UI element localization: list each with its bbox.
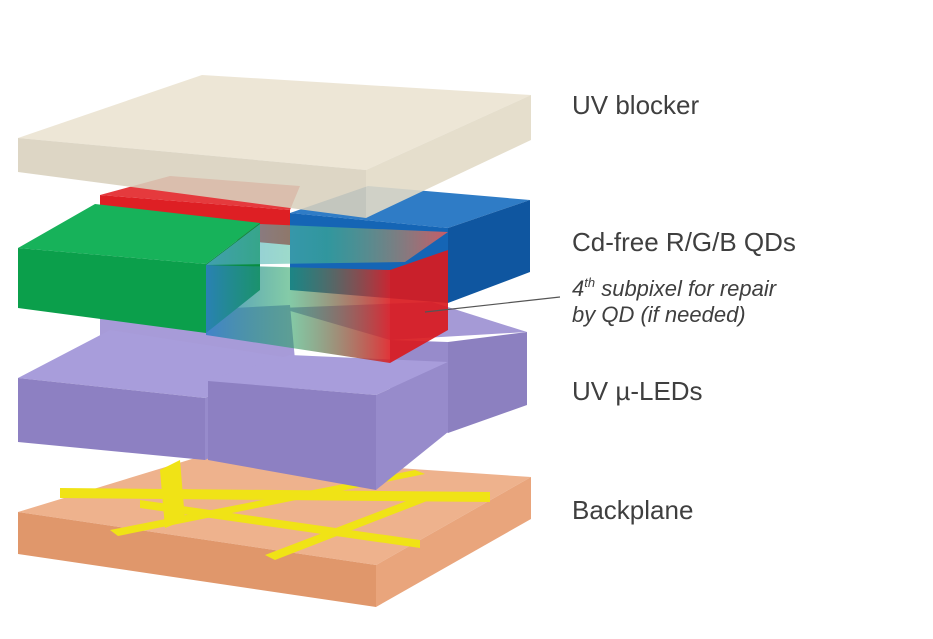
- label-uv-leds: UV µ-LEDs: [572, 376, 703, 406]
- uv-blocker-layer: [18, 75, 531, 218]
- label-backplane: Backplane: [572, 495, 694, 525]
- label-qds: Cd-free R/G/B QDs: [572, 227, 796, 257]
- repair-number: 4: [572, 276, 585, 301]
- backplane-side: [376, 477, 531, 607]
- repair-line1-text: subpixel for repair: [595, 276, 777, 301]
- backplane-traces: [60, 460, 490, 560]
- backplane-top: [18, 455, 531, 565]
- blue-qd-side: [448, 200, 530, 303]
- green-qd-top: [18, 204, 260, 264]
- repair-subpixel-side: [390, 250, 448, 363]
- uv-led-front-left-front: [18, 378, 205, 460]
- uv-led-front-right-side: [376, 362, 448, 490]
- uv-blocker-side: [366, 95, 531, 218]
- label-repair-line1: 4th subpixel for repair: [572, 268, 776, 304]
- repair-leader-line: [424, 296, 561, 313]
- uv-led-back-right-side: [448, 332, 527, 433]
- repair-subpixel-top: [206, 224, 448, 265]
- backplane-front: [18, 512, 376, 607]
- backplane-layer: [18, 455, 531, 607]
- label-repair-line2: by QD (if needed): [572, 302, 746, 327]
- uv-led-front-right-front: [208, 381, 376, 490]
- repair-superscript: th: [584, 275, 596, 290]
- repair-subpixel-front: [206, 265, 390, 363]
- uv-blocker-top: [18, 75, 531, 170]
- label-uv-blocker: UV blocker: [572, 90, 700, 120]
- uv-blocker-front: [18, 138, 366, 218]
- green-qd-front: [18, 248, 206, 333]
- uv-led-front-right-top: [205, 355, 448, 395]
